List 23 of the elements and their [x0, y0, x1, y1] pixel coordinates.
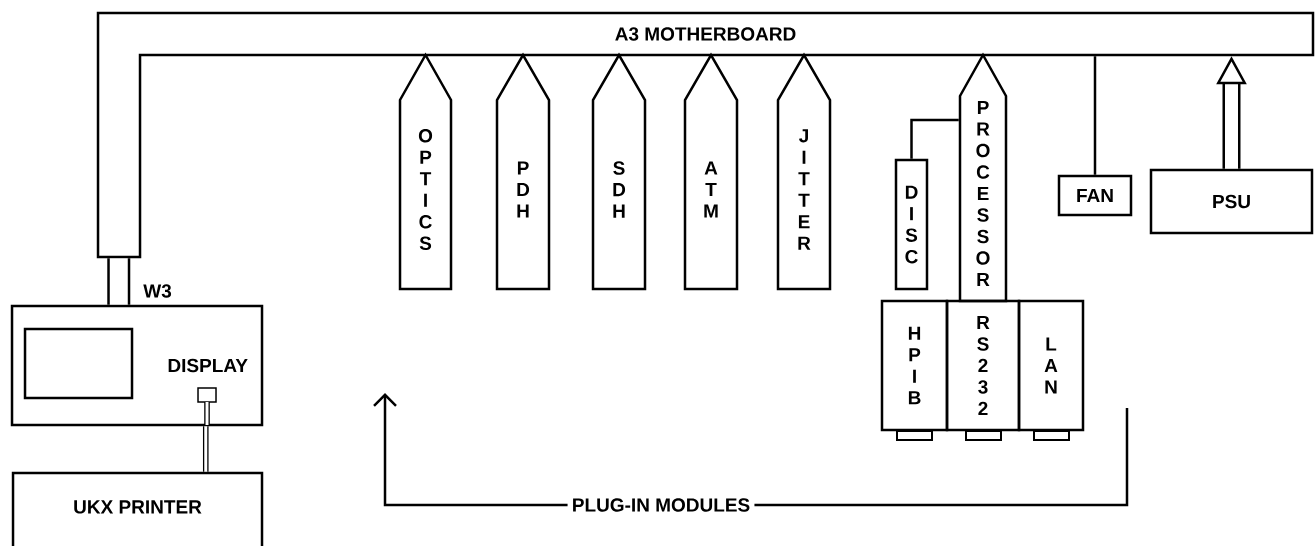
cable: [202, 426, 209, 472]
band-label: A3 MOTHERBOARD: [615, 27, 796, 41]
bracket-label: PLUG-IN MODULES: [573, 498, 750, 512]
module-card: OPTICS: [398, 52, 453, 291]
module-card: JITTER: [776, 52, 832, 291]
module-card: PDH: [495, 52, 551, 291]
connector-line: [1093, 56, 1097, 175]
module-card: SDH: [591, 52, 647, 291]
module-box: LAN: [1017, 299, 1085, 432]
unit-box: PSU: [1149, 168, 1314, 235]
unit-box: FAN: [1057, 174, 1133, 217]
module-card: ATM: [683, 52, 739, 291]
connector-line: [910, 118, 959, 159]
cable: [107, 258, 131, 305]
module-box: RS232: [945, 299, 1021, 432]
printer-box: UKX PRINTER: [11, 471, 264, 546]
module-card: PROCESSOR: [958, 52, 1008, 303]
bracket-arrow: [373, 393, 568, 507]
edge-label: W3: [142, 283, 173, 299]
module-box: DISC: [894, 158, 929, 291]
connector-line: [754, 408, 1129, 507]
display-unit: DISPLAY: [10, 304, 264, 427]
module-box: HPIB: [880, 299, 949, 432]
